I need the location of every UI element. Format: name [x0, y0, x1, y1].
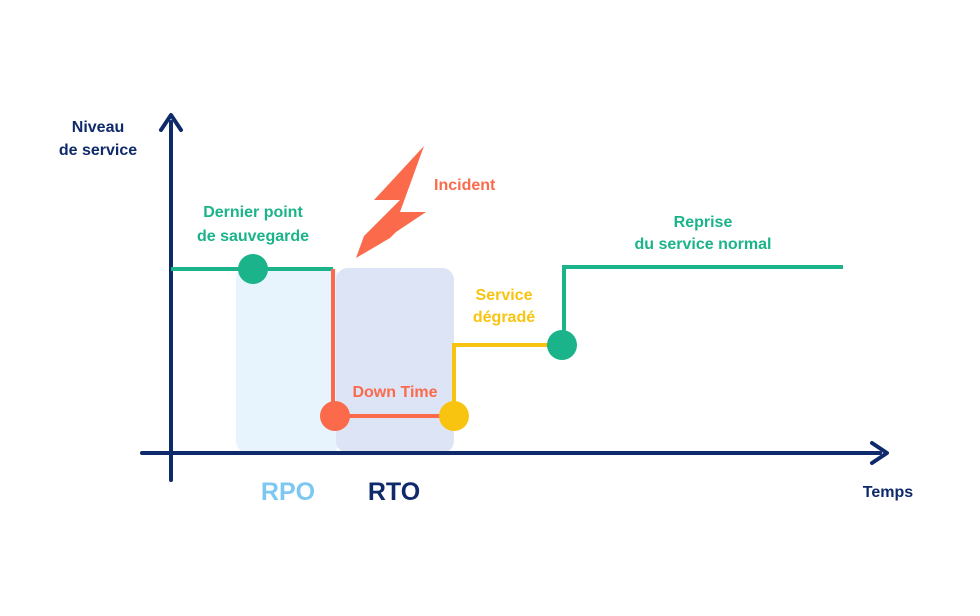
rpo-label: RPO [261, 478, 315, 506]
rto-zone [336, 268, 454, 453]
recovery-marker [547, 330, 577, 360]
rpo-zone [236, 268, 340, 453]
degraded-label-line1: Service [476, 287, 533, 304]
last-backup-label-line1: Dernier point [203, 204, 303, 221]
incident-label: Incident [434, 177, 496, 194]
lightning-bolt-icon [356, 146, 426, 258]
recovery-label-line2: du service normal [635, 236, 772, 253]
last-backup-marker [238, 254, 268, 284]
downtime-start-marker [320, 401, 350, 431]
x-axis-arrow-icon [870, 441, 889, 465]
y-axis-arrow-icon [159, 113, 183, 132]
degraded-service-line [452, 343, 562, 416]
degraded-label-line2: dégradé [473, 309, 535, 326]
downtime-end-marker [439, 401, 469, 431]
recovery-label-line1: Reprise [674, 214, 733, 231]
downtime-label: Down Time [352, 384, 437, 401]
recovery-service-line [562, 265, 843, 345]
x-axis [140, 441, 889, 465]
last-backup-label-line2: de sauvegarde [197, 228, 309, 245]
y-axis-label-line2: de service [59, 142, 137, 159]
rto-label: RTO [368, 478, 420, 506]
y-axis [159, 113, 183, 482]
y-axis-label-line1: Niveau [72, 119, 124, 136]
x-axis-label: Temps [863, 484, 913, 501]
